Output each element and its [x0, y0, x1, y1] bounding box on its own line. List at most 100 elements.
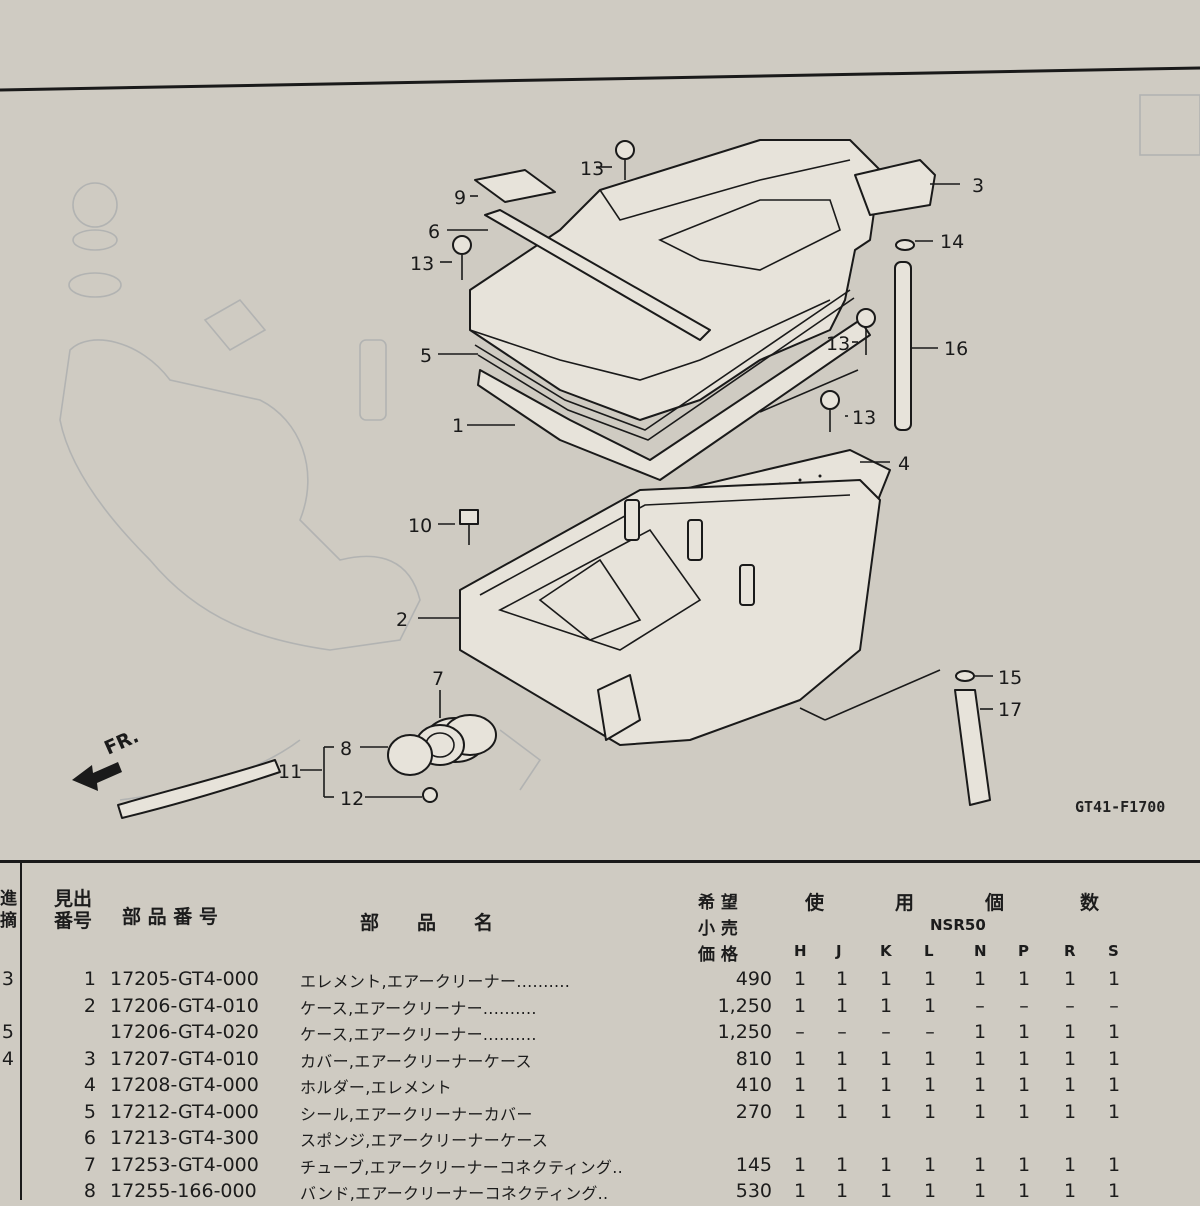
part-number: 17212-GT4-000 — [110, 1100, 259, 1123]
qty-s: 1 — [1107, 1074, 1121, 1096]
retail-price: 810 — [735, 1047, 772, 1070]
header-qty-4: 数 — [1080, 892, 1100, 914]
callout-2: 2 — [396, 609, 408, 631]
connecting-tube — [415, 714, 497, 766]
part-name: ケース,エアークリーナー.......... — [300, 998, 537, 1018]
type-header-k: K — [880, 942, 892, 960]
qty-r: 1 — [1063, 1153, 1077, 1176]
qty-j: 1 — [835, 1180, 849, 1202]
qty-p: 1 — [1017, 1180, 1031, 1202]
screw-13-low — [820, 390, 840, 432]
qty-j: – — [837, 1021, 847, 1043]
qty-k: 1 — [879, 1100, 893, 1123]
qty-l: 1 — [923, 1100, 937, 1123]
part-name: エレメント,エアークリーナー.......... — [300, 972, 571, 991]
qty-n: 1 — [973, 1074, 987, 1096]
part-number: 17205-GT4-000 — [110, 968, 259, 990]
qty-j: 1 — [835, 1153, 849, 1176]
ref-number: 2 — [83, 994, 96, 1017]
qty-l: 1 — [923, 994, 937, 1017]
qty-h: 1 — [793, 1100, 807, 1123]
qty-h: 1 — [793, 1047, 807, 1070]
band-screw — [422, 787, 438, 803]
qty-l: 1 — [923, 1047, 937, 1070]
qty-p: 1 — [1017, 968, 1031, 990]
col-divider-1 — [20, 860, 22, 1200]
callout-8: 8 — [340, 738, 352, 760]
callout-11: 11 — [278, 761, 302, 783]
header-price-1: 希 望 — [698, 893, 738, 913]
header-qty-3: 個 — [985, 892, 1005, 914]
front-direction-label: FR. — [101, 725, 142, 759]
qty-h: 1 — [793, 1153, 807, 1176]
qty-r: 1 — [1063, 1047, 1077, 1070]
qty-p: 1 — [1017, 1047, 1031, 1070]
qty-k: 1 — [879, 1153, 893, 1176]
table-top-rule — [0, 860, 1200, 863]
clip-14 — [895, 239, 915, 251]
qty-r: 1 — [1063, 1100, 1077, 1123]
part-name: バンド,エアークリーナーコネクティング.. — [300, 1184, 609, 1203]
qty-l: 1 — [923, 1153, 937, 1176]
screw-13-mid — [856, 308, 876, 355]
qty-n: 1 — [973, 1153, 987, 1176]
callout-9: 9 — [454, 187, 466, 209]
screw-13-top — [615, 140, 635, 180]
header-price-3: 価 格 — [698, 945, 738, 965]
sponge-strip — [484, 209, 711, 341]
qty-s: 1 — [1107, 1153, 1121, 1176]
callout-5: 5 — [420, 345, 432, 367]
part-number: 17206-GT4-010 — [110, 994, 259, 1017]
part-name: カバー,エアークリーナーケース — [300, 1051, 532, 1071]
retail-price: 270 — [735, 1100, 772, 1123]
bolt-10 — [459, 509, 479, 545]
qty-j: 1 — [835, 1047, 849, 1070]
callout-13-low: 13 — [852, 407, 876, 429]
qty-p: 1 — [1017, 1021, 1031, 1043]
header-ref-no: 見出 番号 — [54, 888, 93, 932]
qty-r: 1 — [1063, 1180, 1077, 1202]
air-element — [477, 319, 871, 481]
part-name: ケース,エアークリーナー.......... — [300, 1025, 537, 1044]
qty-s: 1 — [1107, 1047, 1121, 1070]
type-header-j: J — [836, 942, 842, 960]
part-name: ホルダー,エレメント — [300, 1078, 453, 1097]
part-name: スポンジ,エアークリーナーケース — [300, 1131, 549, 1150]
qty-r: – — [1065, 994, 1075, 1017]
qty-l: 1 — [923, 1074, 937, 1096]
ref-number: 3 — [83, 1047, 96, 1070]
qty-n: 1 — [973, 968, 987, 990]
ref-number: 1 — [83, 968, 96, 990]
figure-code: GT41-F1700 — [1075, 798, 1165, 816]
front-direction-arrow: FR. — [72, 725, 142, 791]
qty-s: 1 — [1107, 968, 1121, 990]
ref-number: 8 — [83, 1180, 96, 1202]
air-cleaner-case — [459, 479, 881, 746]
qty-j: 1 — [835, 1074, 849, 1096]
callout-1: 1 — [452, 415, 464, 437]
exploded-parts-diagram: FR. — [0, 66, 1200, 819]
callout-17: 17 — [998, 699, 1022, 721]
qty-p: 1 — [1017, 1100, 1031, 1123]
qty-p: 1 — [1017, 1074, 1031, 1096]
qty-h: 1 — [793, 1074, 807, 1096]
header-margin: 進 摘 — [0, 889, 17, 931]
qty-s: 1 — [1107, 1100, 1121, 1123]
callout-13-top: 13 — [580, 158, 604, 180]
qty-r: 1 — [1063, 1074, 1077, 1096]
qty-j: 1 — [835, 1100, 849, 1123]
ghost-fuel-tank-drawing — [59, 94, 1200, 801]
qty-l: 1 — [923, 968, 937, 990]
qty-k: 1 — [879, 1074, 893, 1096]
part-number: 17207-GT4-010 — [110, 1047, 259, 1070]
qty-k: 1 — [879, 968, 893, 990]
row-margin-mark: 3 — [1, 968, 14, 990]
leader-lines — [300, 166, 993, 798]
